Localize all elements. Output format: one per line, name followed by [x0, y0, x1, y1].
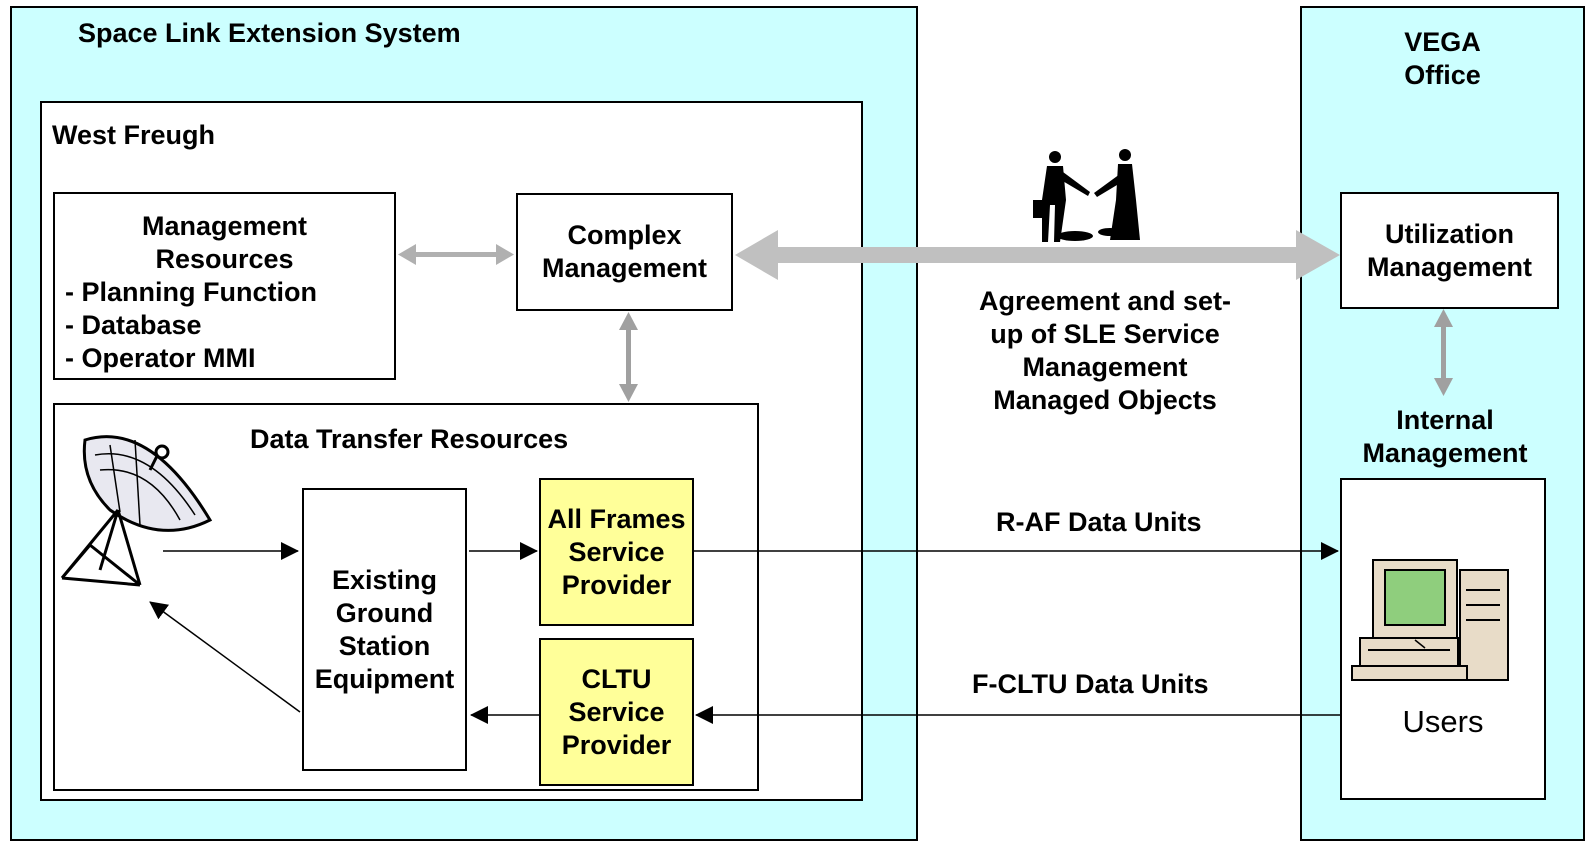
- mgmt-resources-complex-arrow: [398, 244, 514, 265]
- west-freugh-title: West Freugh: [52, 120, 216, 150]
- ground-station-equipment-box: Existing Ground Station Equipment: [302, 488, 467, 771]
- users-label: Users: [1402, 704, 1484, 739]
- handshake-people-icon: [1033, 149, 1140, 242]
- data-transfer-resources-title: Data Transfer Resources: [250, 424, 569, 454]
- agreement-double-arrow: [735, 230, 1340, 280]
- complex-data-transfer-arrow: [619, 312, 638, 402]
- computer-icon: [1351, 559, 1509, 681]
- utilization-management-box: Utilization Management: [1340, 192, 1559, 309]
- sle-system-title: Space Link Extension System: [78, 18, 461, 48]
- management-resources-title: Management: [141, 211, 308, 241]
- utilization-internal-arrow: [1434, 309, 1453, 396]
- all-frames-service-provider-box: All Frames Service Provider: [539, 478, 694, 626]
- planning-function-item: - Planning Function: [65, 277, 317, 307]
- raf-data-units-label: R-AF Data Units: [996, 507, 1202, 537]
- operator-mmi-item: - Operator MMI: [65, 343, 256, 373]
- agreement-text: Agreement and set- up of SLE Service Man…: [978, 286, 1232, 415]
- vega-office-title: VEGA Office: [1404, 27, 1481, 90]
- ground-to-antenna-arrow: [149, 601, 301, 713]
- satellite-dish-icon: [60, 435, 213, 587]
- database-item: - Database: [65, 310, 202, 340]
- management-resources-box: Management Resources - Planning Function…: [53, 192, 396, 380]
- internal-management-label: Internal Management: [1362, 405, 1528, 468]
- fcltu-data-units-label: F-CLTU Data Units: [972, 669, 1209, 699]
- cltu-service-provider-box: CLTU Service Provider: [539, 638, 694, 786]
- complex-management-box: Complex Management: [516, 193, 733, 311]
